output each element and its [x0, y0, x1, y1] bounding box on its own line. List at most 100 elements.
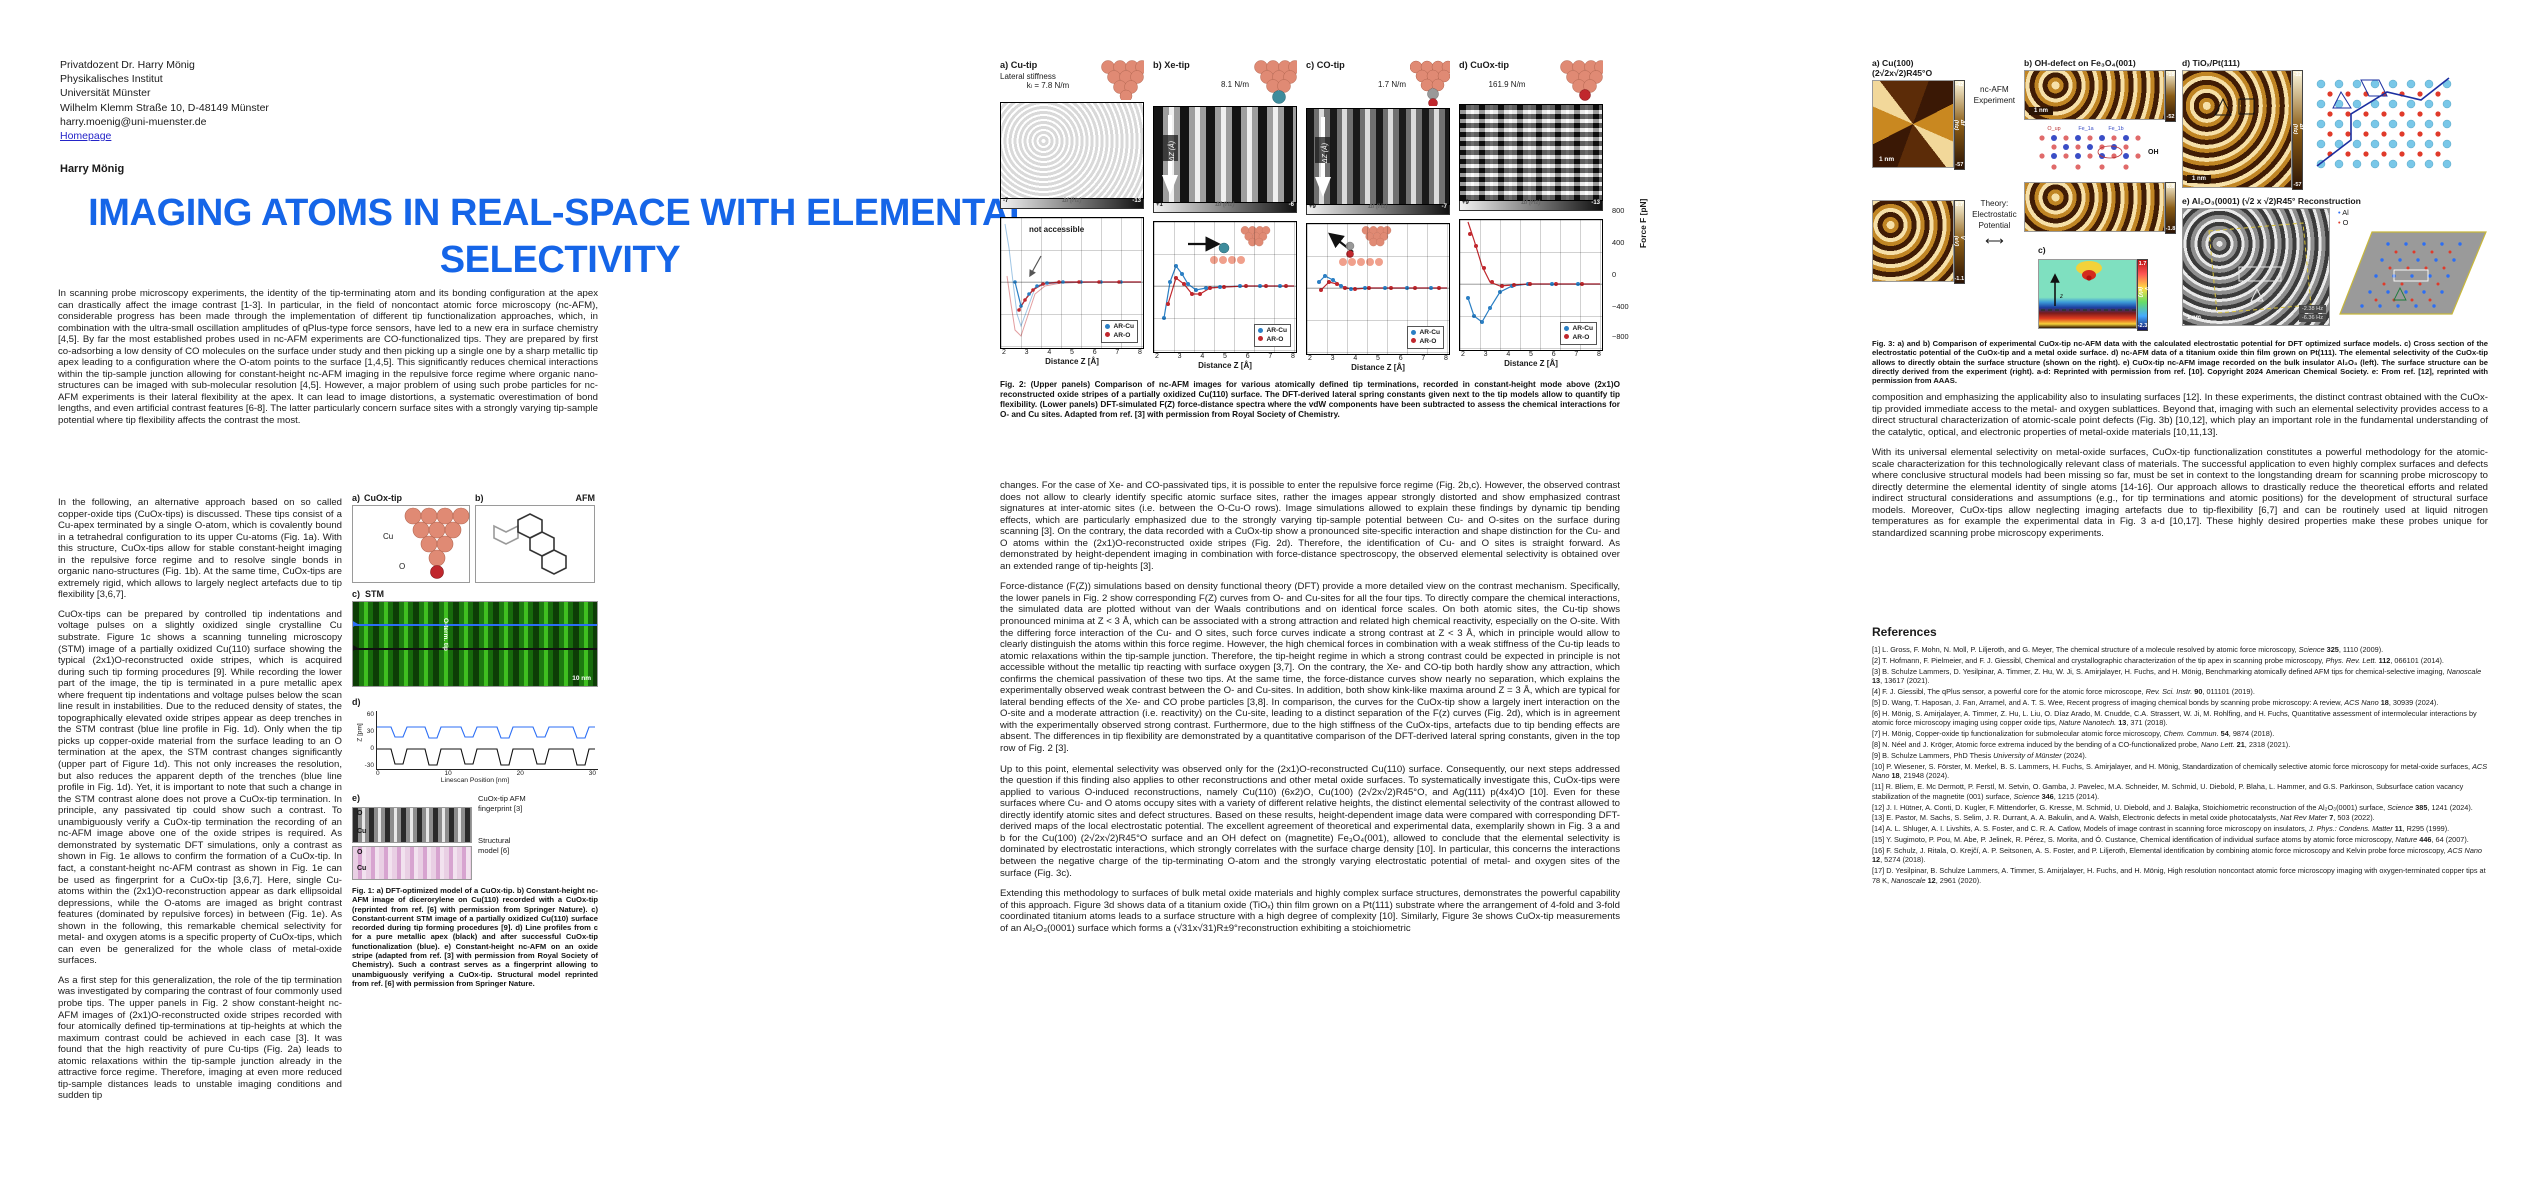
cbar-bottom: -1.1	[1954, 276, 1965, 282]
paragraph: As a first step for this generalization,…	[58, 974, 342, 1102]
fig2-d-cbar-right: -13	[1591, 200, 1600, 206]
fig1-d-ytick: -30	[364, 762, 374, 769]
references-list: [1] L. Gross, F. Mohn, N. Moll, P. Lilje…	[1872, 645, 2488, 887]
fig1-panel-b-title: AFM	[575, 493, 596, 503]
fig1-panel-b-label: b)	[475, 493, 484, 503]
xtick: 2	[1002, 349, 1006, 356]
line-profile-svg	[377, 726, 595, 766]
email-address: harry.moenig@uni-muenster.de	[60, 115, 207, 128]
fig2-ytick: −400	[1612, 302, 1629, 311]
fig2-a-cbar-left: -7	[1003, 198, 1009, 204]
al2o3-rhombus-svg	[2339, 231, 2487, 315]
fig1-e-label-o: O	[357, 810, 363, 817]
figure-3: a) Cu(100) (2√2x√2)R45°O 1 nm -42 Δf (Hz…	[1872, 58, 2488, 385]
fig1-label-o: O	[399, 562, 406, 571]
right-column-body: composition and emphasizing the applicab…	[1872, 392, 2488, 549]
fig2-c-cbar-right: -7	[1441, 204, 1447, 210]
fig1-d-ytick: 30	[366, 728, 374, 735]
fig2-c-legend: AR-Cu AR-O	[1407, 326, 1444, 349]
fig2-b-curve-svg	[1154, 226, 1296, 320]
fig2-a-force-plot: not accessible AR-Cu AR-O	[1000, 217, 1144, 349]
xtick: 7	[1421, 355, 1426, 362]
molecule-afm-svg	[493, 513, 567, 575]
stm-arrow-black-icon	[353, 644, 358, 652]
fig3-b-theory-image	[2024, 182, 2165, 232]
paragraph: Up to this point, elemental selectivity …	[1000, 763, 1620, 879]
fig2-c-title: CO-tip	[1316, 60, 1345, 70]
cu-tip-model-icon	[1101, 60, 1144, 100]
fig2-d-label: d)	[1459, 60, 1468, 70]
fig2-a-cbar-unit: Δf (Hz)	[1062, 198, 1082, 204]
fig3-b-ncafm-image: 1 nm	[2024, 70, 2165, 120]
fig2-c-label: c)	[1306, 60, 1315, 70]
fig3-d-markers-svg	[2214, 97, 2255, 116]
reference-item: [15] Y. Sugimoto, P. Pou, M. Abe, P. Jel…	[1872, 834, 2469, 844]
fig1-e-label-cu: Cu	[357, 828, 367, 835]
xtick: 4	[1353, 355, 1358, 362]
fig3-a-colorbar: -42 Δf (Hz) -57	[1953, 80, 1965, 170]
fig3-e-title: e) Al₂O₃(0001) (√2 x √2)R45° Reconstruct…	[2182, 196, 2361, 206]
fig2-d-xticks: 2 3 4 5 6 7 8	[1459, 351, 1603, 358]
middle-column-body: changes. For the case of Xe- and CO-pass…	[1000, 480, 1620, 943]
fig1-e-model-label-o: O	[357, 849, 363, 856]
fig2-a-legend: AR-Cu AR-O	[1101, 320, 1138, 343]
legend-ar-o: AR-O	[1266, 335, 1284, 343]
address-line: Wilhelm Klemm Straße 10, D-48149 Münster	[60, 101, 269, 114]
xtick: 4	[1200, 353, 1205, 360]
fig1-d-xtick: 0	[376, 770, 380, 777]
paragraph: CuOx-tips can be prepared by controlled …	[58, 608, 342, 967]
fig3-a-scalebar: 1 nm	[1879, 156, 1895, 163]
xtick: 7	[1115, 349, 1120, 356]
fig1-d-xtick: 30	[588, 770, 596, 777]
fig1-d-xtick: 20	[516, 770, 524, 777]
address-line: Privatdozent Dr. Harry Mönig	[60, 59, 195, 71]
cbar-top: -32	[2293, 72, 2302, 78]
fig2-c-cbar-unit: Δf (Hz)	[1368, 204, 1388, 210]
fig2-b-cbar-left: +1	[1156, 202, 1163, 208]
fig1-panel-a-label: a)	[352, 493, 361, 503]
xtick: 8	[1597, 351, 1601, 358]
fig2-panel-b: b) Xe-tip 8.1 N/m	[1153, 60, 1297, 372]
reference-item: [5] D. Wang, T. Haposan, J. Fan, Arramel…	[1872, 697, 2439, 707]
fig1-e-caption-2: fingerprint [3]	[478, 804, 523, 813]
xtick: 5	[1376, 355, 1380, 362]
delta-z-arrow-icon: ΔZ (Å)	[1315, 117, 1331, 197]
fig2-c-xlabel: Distance Z [Å]	[1351, 363, 1405, 372]
fig1-e-caption-1: CuOx-tip AFM	[478, 794, 526, 803]
legend-ar-cu: AR-Cu	[1113, 323, 1134, 330]
fig2-b-cbar-unit: Δf (Hz)	[1215, 202, 1235, 208]
homepage-link[interactable]: Homepage	[60, 130, 112, 143]
left-column-intro: In scanning probe microscopy experiments…	[58, 288, 598, 436]
cbar-unit: Δf (Hz)	[2291, 123, 2304, 135]
fig2-panel-a: a) Cu-tip Lateral stiffness kₗ = 7.8 N/m	[1000, 60, 1144, 372]
cbar-unit: V (eV)	[2136, 286, 2149, 298]
contact-address: Privatdozent Dr. Harry Mönig Physikalisc…	[60, 58, 269, 143]
reference-item: [16] F. Schulz, J. Ritala, O. Krejčí, A.…	[1872, 845, 2482, 865]
fig3-panel-b: b) OH-defect on Fe₃O₄(001) 1 nm -18 -52	[2024, 58, 2176, 331]
fig2-b-colorbar: +1 Δf (Hz) -6	[1153, 202, 1297, 213]
fig3-c-colorbar: 1.7 V (eV) -2.3	[2136, 259, 2149, 331]
xtick: 5	[1070, 349, 1074, 356]
stm-marker-line-black	[353, 648, 597, 650]
o-dot-icon: •	[2338, 218, 2341, 227]
fig2-c-xticks: 2 3 4 5 6 7 8	[1306, 355, 1450, 362]
fig2-b-xticks: 2 3 4 5 6 7 8	[1153, 353, 1297, 360]
xtick: 6	[1551, 351, 1556, 358]
fig3-panel-c: c) z	[2038, 240, 2149, 331]
xtick: 6	[1398, 355, 1403, 362]
fig2-ytick: −800	[1612, 332, 1629, 341]
xtick: 4	[1047, 349, 1052, 356]
figure-2-caption: Fig. 2: (Upper panels) Comparison of nc-…	[1000, 380, 1620, 420]
fig3-e-model: • Al • O	[2338, 208, 2488, 326]
fig2-right-axis: 800 400 0 −400 −800 Force F [pN]	[1612, 199, 1648, 341]
cbar-unit: V (eV)	[1953, 235, 1966, 247]
fig2-a-ncafm-image	[1000, 102, 1144, 199]
cbar-top: -18	[2166, 72, 2175, 78]
reference-item: [3] B. Schulze Lammers, D. Yesilpinar, A…	[1872, 666, 2482, 686]
xtick: 2	[1155, 353, 1159, 360]
delta-z-arrow-icon: ΔZ (Å)	[1162, 115, 1178, 195]
fig3-row-labels: nc-AFM Experiment Theory: Electrostatic …	[1971, 58, 2018, 331]
xe-tip-model-icon	[1254, 60, 1297, 104]
fig2-a-colorbar: -7 Δf (Hz) -13	[1000, 198, 1144, 209]
